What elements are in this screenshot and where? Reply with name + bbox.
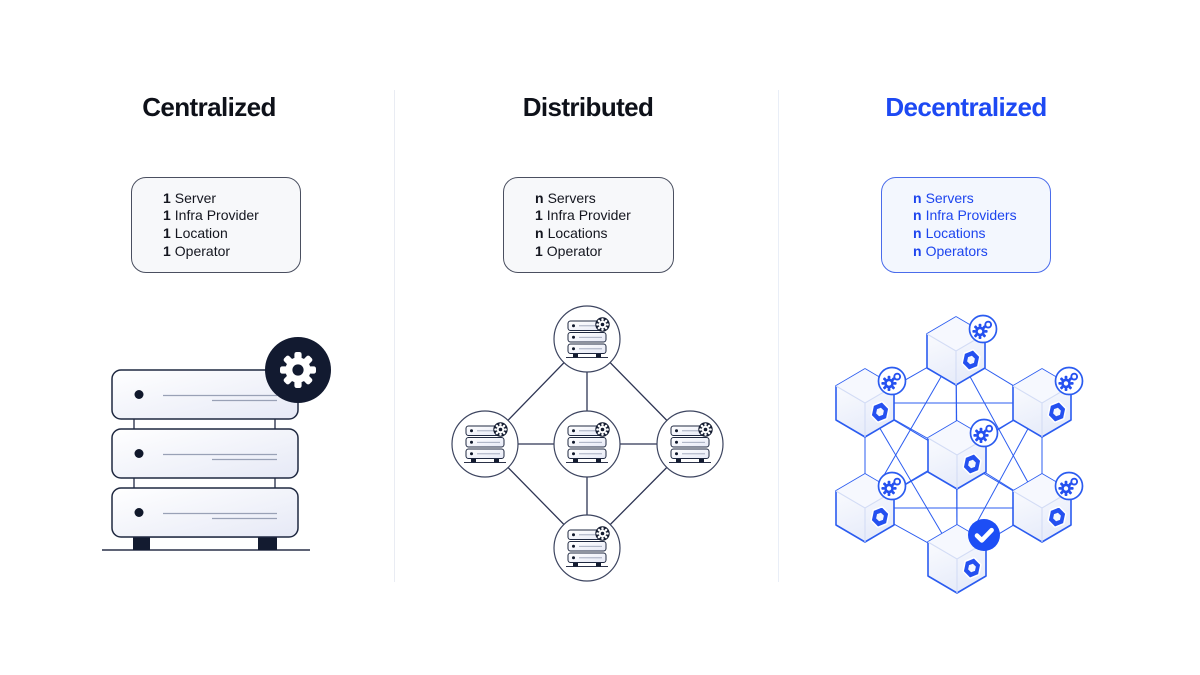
spec-label: Locations xyxy=(547,225,608,241)
mini-server-icon xyxy=(565,316,611,358)
centralized-title: Centralized xyxy=(142,92,276,122)
mini-server-icon xyxy=(565,525,611,567)
column-divider xyxy=(394,90,395,582)
spec-qty: n xyxy=(535,189,544,206)
mini-server-icon xyxy=(565,421,611,463)
gear-pair-badge xyxy=(1054,471,1084,501)
server-node xyxy=(553,305,621,373)
spec-label: Infra Providers xyxy=(925,207,1017,224)
spec-qty: n xyxy=(913,207,922,224)
server-node xyxy=(553,410,621,478)
distributed-title: Distributed xyxy=(522,92,654,122)
mini-server-icon xyxy=(463,421,509,463)
spec-label: Location xyxy=(174,225,228,241)
column-divider xyxy=(778,90,779,582)
server-slab xyxy=(111,369,299,420)
spec-qty: n xyxy=(913,189,922,206)
spec-qty: 1 xyxy=(535,242,543,259)
spec-label: Operator xyxy=(174,242,231,259)
server-node xyxy=(451,410,519,478)
check-badge xyxy=(968,519,1000,551)
decentralized-title: Decentralized xyxy=(885,92,1047,122)
spec-label: Locations xyxy=(925,225,986,241)
spec-qty: n xyxy=(535,225,544,241)
spec-label: Server xyxy=(174,189,217,206)
decentralized-illustration xyxy=(835,314,1084,594)
power-dot xyxy=(134,390,144,399)
spec-qty: 1 xyxy=(163,207,171,224)
spec-qty: 1 xyxy=(163,242,171,259)
spec-qty: n xyxy=(913,242,922,259)
spec-qty: 1 xyxy=(163,225,171,241)
gear-badge xyxy=(265,337,331,403)
spec-label: Servers xyxy=(925,189,974,206)
server-slab xyxy=(111,487,299,538)
spec-qty: 1 xyxy=(163,189,171,206)
distributed-illustration xyxy=(451,305,724,582)
server-node xyxy=(553,514,621,582)
spec-label: Infra Provider xyxy=(174,207,259,224)
spec-qty: 1 xyxy=(535,207,543,224)
gear-pair-badge xyxy=(877,471,907,501)
rack-foot xyxy=(258,536,277,550)
check-icon xyxy=(974,527,994,543)
power-dot xyxy=(134,508,144,517)
mini-server-icon xyxy=(668,421,714,463)
rack-foot xyxy=(133,536,150,550)
gear-pair-badge xyxy=(877,366,907,396)
server-node xyxy=(656,410,724,478)
gear-icon xyxy=(280,352,316,388)
gear-pair-badge xyxy=(969,418,999,448)
spec-label: Infra Provider xyxy=(546,207,631,224)
gear-pair-badge xyxy=(968,314,998,344)
centralized-illustration xyxy=(102,337,331,551)
spec-qty: n xyxy=(913,225,922,241)
server-slab xyxy=(111,428,299,479)
spec-label: Servers xyxy=(547,189,596,206)
power-dot xyxy=(134,449,144,458)
gear-pair-badge xyxy=(1054,366,1084,396)
spec-label: Operators xyxy=(925,242,988,259)
spec-label: Operator xyxy=(546,242,603,259)
